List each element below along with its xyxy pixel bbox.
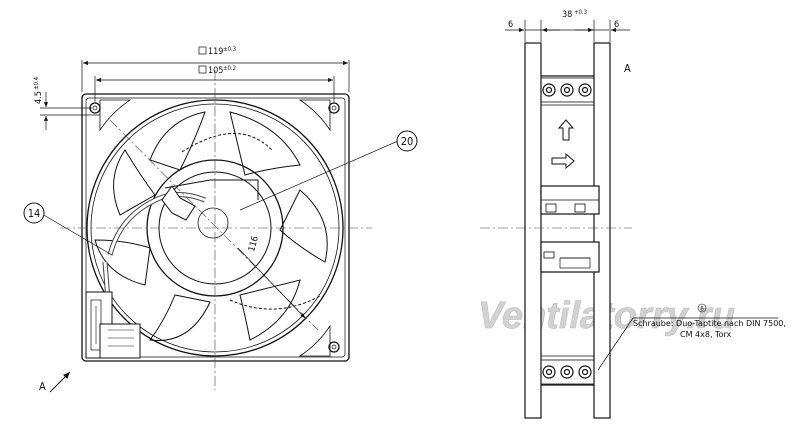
airflow-arrows [551, 119, 575, 170]
screw-top [540, 77, 595, 103]
fan-blades [94, 111, 328, 342]
view-arrow-a: A [39, 371, 71, 393]
side-flange-left [524, 42, 542, 419]
dim-outer: 119 [208, 47, 223, 57]
dim-margin-tol: ±0.4 [33, 76, 40, 90]
note-ref-circle [697, 303, 707, 313]
note-line2: CM 4x8, Torx [680, 330, 732, 339]
side-dim-labels: 6 38 +0.3 6 A [508, 9, 631, 75]
screw-note: 6 Schraube: Duo-Taptite nach DIN 7500, C… [597, 303, 786, 371]
side-dimensions [505, 20, 630, 42]
hub-label [197, 207, 229, 239]
dim-outer-tol: ±0.3 [223, 46, 236, 53]
note-line1: Schraube: Duo-Taptite nach DIN 7500, [633, 319, 786, 328]
cable-clip [161, 185, 196, 221]
front-dim-labels: 119 ±0.3 105 ±0.2 4.5 ±0.4 116 [33, 46, 261, 253]
svg-text:14: 14 [28, 207, 41, 220]
dim-right: 6 [614, 20, 619, 30]
balloon-14: 14 [23, 202, 113, 256]
dim-width-tol: +0.3 [574, 9, 587, 16]
dim-width: 38 [562, 10, 572, 20]
dim-left: 6 [508, 20, 513, 30]
center-lines-front [60, 70, 372, 390]
fan-frame [81, 93, 350, 362]
svg-text:20: 20 [401, 135, 414, 148]
balloon-20: 20 [239, 130, 418, 211]
note-ref: 6 [700, 306, 704, 313]
dim-diag: 116 [247, 235, 261, 253]
side-view-marker: A [624, 62, 631, 75]
fan-side-view [524, 42, 611, 419]
front-dimensions [40, 60, 350, 319]
screw-bottom [540, 359, 595, 385]
fan-front-view [81, 93, 350, 362]
side-flange-right [593, 42, 611, 419]
dim-inner: 105 [208, 66, 223, 76]
dim-inner-tol: ±0.2 [223, 65, 236, 72]
dim-margin: 4.5 [34, 91, 44, 104]
svg-text:A: A [39, 380, 46, 393]
side-connector [540, 185, 600, 273]
